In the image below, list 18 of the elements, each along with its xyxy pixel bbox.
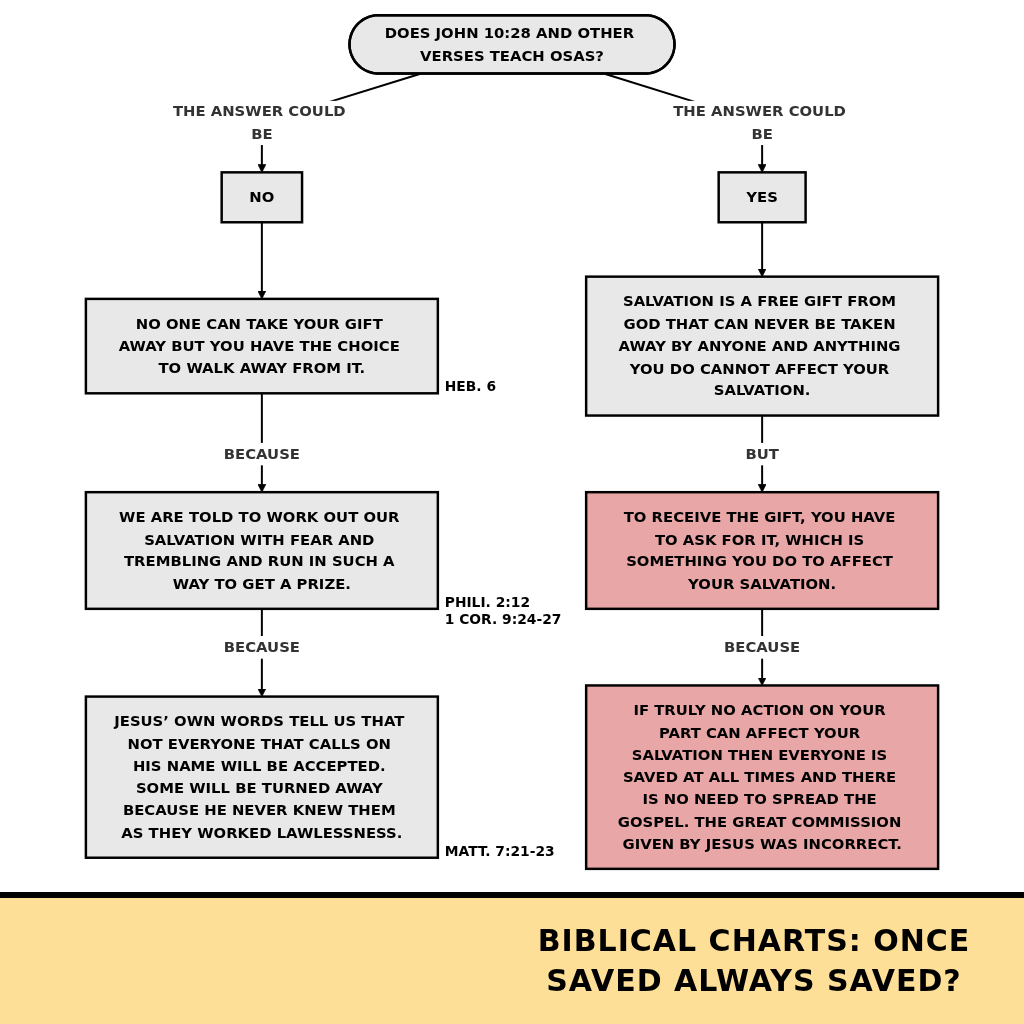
verse-reference: PHILI. 2:12 [444,593,531,610]
process-box: TO RECEIVE THE GIFT, YOU HAVE TO ASK FOR IT, WHICH IS SOMETHING YOU DO TO AFFECT YOUR SALVATION. [584,490,940,611]
edge-label: BUT [745,442,779,465]
process-box: NO [220,171,304,224]
process-box: YES [717,171,807,224]
edge-label: BECAUSE [223,636,300,659]
process-box: JESUS’ OWN WORDS TELL US THAT NOT EVERYONE THAT CALLS ON HIS NAME WILL BE ACCEPTED. SOME WILL BE TURNED AWAY BECAUSE HE NEVER KNEW THEM AS THEY WORKED LAWLESSNESS. [84,695,440,859]
verse-reference: MATT. 7:21-23 [444,842,555,859]
terminal-pill: DOES JOHN 10:28 AND OTHER VERSES TEACH OSAS? [348,13,676,75]
edge-label: BECAUSE [724,636,801,659]
process-box: WE ARE TOLD TO WORK OUT OUR SALVATION WITH FEAR AND TREMBLING AND RUN IN SUCH A WAY TO GET A PRIZE. [84,490,440,611]
process-box: SALVATION IS A FREE GIFT FROM GOD THAT CAN NEVER BE TAKEN AWAY BY ANYONE AND ANYTHING YOU DO CANNOT AFFECT YOUR SALVATION. [584,275,940,417]
process-box: IF TRULY NO ACTION ON YOUR PART CAN AFFECT YOUR SALVATION THEN EVERYONE IS SAVED AT ALL TIMES AND THERE IS NO NEED TO SPREAD THE GOSPEL. THE GREAT COMMISSION GIVEN BY JESUS WAS INCORRECT. [584,684,940,871]
verse-reference: 1 COR. 9:24-27 [444,610,562,627]
process-box: NO ONE CAN TAKE YOUR GIFT AWAY BUT YOU HAVE THE CHOICE TO WALK AWAY FROM IT. [84,297,440,395]
edge-label: BECAUSE [223,442,300,465]
verse-reference: HEB. 6 [444,378,496,395]
chart-title: BIBLICAL CHARTS: ONCE SAVED ALWAYS SAVED? [536,922,972,1000]
